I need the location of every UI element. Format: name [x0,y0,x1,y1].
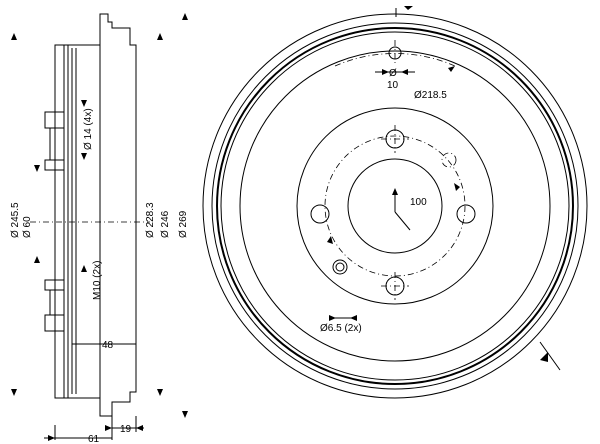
dim-arrow-left-icon-4 [350,315,357,321]
label-pcd-100: 100 [410,197,427,208]
dim-arrow-down-icon-2 [157,389,163,396]
front-view: Ø 10 Ø218.5 100 Ø6.5 (2x) [202,6,588,399]
dim-arrow-down-icon-6 [81,153,87,160]
hub-boss-mid [44,159,65,171]
hub-circle [296,107,494,305]
dim-arrow-up-icon-4 [34,256,40,263]
dim-arrow-up-icon-2 [157,33,163,40]
center-bore-circle [347,158,443,254]
label-d6-5: Ø6.5 (2x) [320,323,362,334]
label-hole-10: 10 [387,80,399,91]
pitch-arrow-icon-3 [454,183,460,191]
dim-arrow-right-icon-3 [382,69,389,75]
leader-arrow-up-icon [392,188,398,195]
dim-arrow-right-icon-2 [48,435,55,441]
label-m10: M10 (2x) [92,261,103,300]
label-d269: Ø 269 [178,210,189,238]
label-hole-14: Ø 14 (4x) [83,108,94,150]
label-hole-d: Ø [389,68,397,79]
dim-arrow-up-icon-3 [182,13,188,20]
threaded-hole [332,259,348,275]
section-marker-icon [540,352,548,362]
dim-arrow-left-icon-3 [401,69,408,75]
dim-arrow-down-icon-5 [81,100,87,107]
rim-circle-2 [211,22,579,390]
dim-arrow-down-icon-3 [182,411,188,418]
dim-arrow-down-icon [11,389,17,396]
bolt-hole-left [310,204,330,224]
label-d245-5: Ø 245.5 [10,202,21,238]
label-w48: 48 [102,340,114,351]
dim-arrow-up-icon [11,33,17,40]
dim-arrow-left-icon [136,425,143,431]
braking-circle [216,27,574,385]
dim-arrow-up-icon-6 [81,265,87,272]
label-d60: Ø 60 [22,216,33,238]
label-d246: Ø 246 [160,210,171,238]
inner-face-circle [239,50,551,362]
hub-boss-low [44,279,65,291]
pitch-arrow-icon-2 [327,236,333,244]
dim-arrow-right-icon-4 [329,315,336,321]
hub-boss-top [44,111,65,129]
threaded-hole-inner [335,262,345,272]
dim-arrow-down-icon-4 [34,165,40,172]
threaded-hole-hidden [441,152,457,168]
section-marker-line [539,341,561,371]
pitch-arrow-icon [448,66,455,72]
label-d228-3: Ø 228.3 [145,202,156,238]
outer-rim-circle [202,13,588,399]
dim-arrow-right-icon [105,425,112,431]
bolt-hole-right [456,204,476,224]
hub-boss-bottom [44,314,65,332]
side-view: Ø 245.5 Ø 60 Ø 14 (4x) M10 (2x) Ø 228.3 … [10,13,189,444]
label-w19: 19 [120,424,132,435]
top-marker-icon [404,6,413,10]
label-pcd-218-5: Ø218.5 [414,90,447,101]
drum-profile-outline [54,13,137,417]
radius-leader-2 [394,211,411,231]
rim-circle-3 [220,31,570,381]
label-w61: 61 [88,434,100,444]
